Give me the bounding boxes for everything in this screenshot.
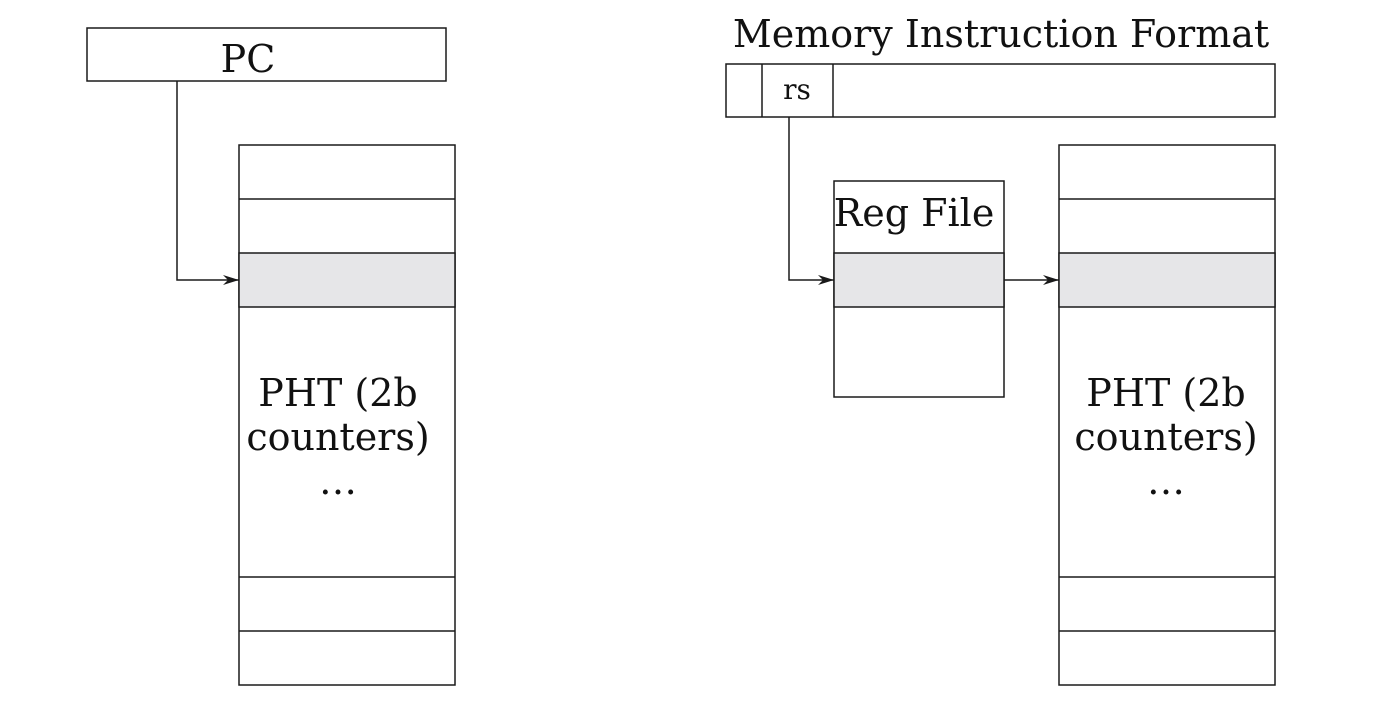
left-pht-ellipsis: … bbox=[319, 459, 357, 503]
left-pht-label-line2: counters) bbox=[246, 415, 429, 459]
pc-to-pht-arrow bbox=[176, 81, 239, 285]
pc-label: PC bbox=[221, 37, 276, 81]
left-pht-table: PHT (2b counters) … bbox=[238, 144, 456, 686]
regfile-label: Reg File bbox=[834, 191, 995, 235]
left-diagram: PC PHT (2b counters) … bbox=[86, 27, 456, 686]
memory-instruction-format-title: Memory Instruction Format bbox=[733, 12, 1269, 56]
instruction-format-outline bbox=[725, 63, 1276, 118]
right-pht-label-line1: PHT (2b bbox=[1086, 371, 1245, 415]
regfile-selected-entry bbox=[833, 252, 1005, 308]
right-pht-label-line2: counters) bbox=[1074, 415, 1257, 459]
right-pht-selected-entry bbox=[1058, 252, 1276, 308]
right-diagram: Memory Instruction Format rs Reg File PH… bbox=[725, 12, 1276, 686]
instruction-format-box: rs bbox=[725, 63, 1276, 118]
left-pht-selected-entry bbox=[238, 252, 456, 308]
right-pht-outline bbox=[1058, 144, 1276, 686]
rs-to-regfile-arrow bbox=[788, 117, 834, 285]
pc-register-box bbox=[86, 27, 447, 82]
right-pht-ellipsis: … bbox=[1147, 459, 1185, 503]
left-pht-outline bbox=[238, 144, 456, 686]
register-file: Reg File bbox=[833, 180, 1005, 398]
rs-field-label: rs bbox=[783, 73, 811, 106]
left-pht-label-line1: PHT (2b bbox=[258, 371, 417, 415]
right-pht-table: PHT (2b counters) … bbox=[1058, 144, 1276, 686]
